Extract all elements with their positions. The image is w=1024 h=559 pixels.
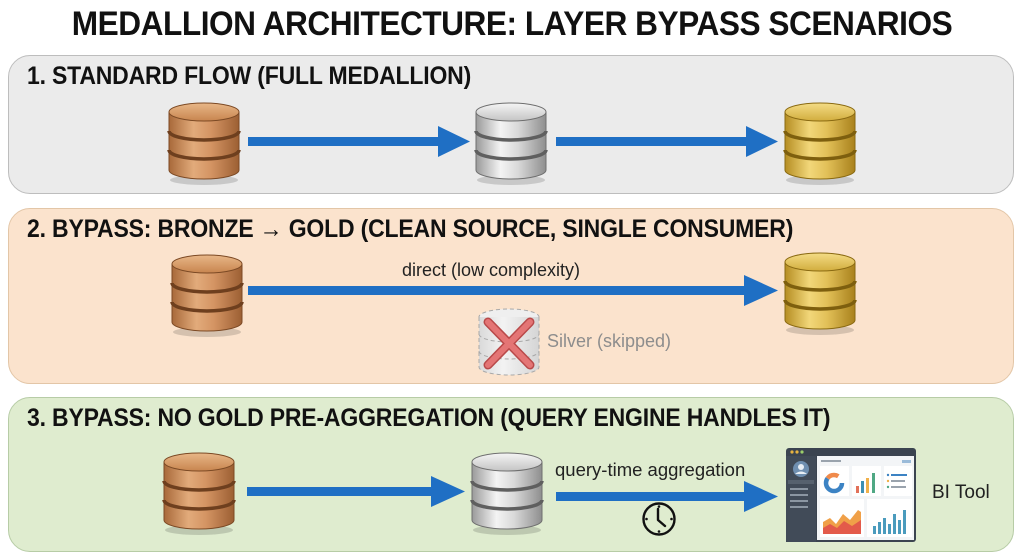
skip-x-icon bbox=[483, 317, 535, 370]
edge-label-direct: direct (low complexity) bbox=[402, 260, 581, 280]
silver-skipped-database-icon bbox=[476, 307, 542, 377]
clock-icon bbox=[641, 501, 677, 537]
skipped-label: Silver (skipped) bbox=[547, 331, 672, 351]
arrow-bronze-to-silver bbox=[248, 126, 470, 157]
panel-title: 1. STANDARD FLOW (FULL MEDALLION) bbox=[27, 62, 472, 90]
silver-database-icon bbox=[468, 450, 546, 537]
arrow-bronze-to-gold bbox=[248, 275, 778, 307]
arrow-silver-to-gold bbox=[556, 126, 778, 157]
arrow-silver-to-bi-tool bbox=[556, 481, 778, 512]
bi-tool-dashboard-icon bbox=[786, 448, 916, 542]
bronze-database-icon bbox=[160, 450, 238, 537]
edge-label-query-time-aggregation: query-time aggregation bbox=[555, 459, 746, 480]
silver-database-icon bbox=[472, 100, 550, 187]
bronze-database-icon bbox=[168, 252, 246, 339]
bi-tool-label: BI Tool bbox=[932, 482, 990, 503]
panel-title: 2. BYPASS: BRONZE → GOLD (CLEAN SOURCE, … bbox=[27, 215, 794, 243]
bronze-database-icon bbox=[165, 100, 243, 187]
panel-title: 3. BYPASS: NO GOLD PRE-AGGREGATION (QUER… bbox=[27, 404, 831, 432]
page-title: MEDALLION ARCHITECTURE: LAYER BYPASS SCE… bbox=[71, 5, 953, 43]
gold-database-icon bbox=[781, 100, 859, 187]
gold-database-icon bbox=[781, 250, 859, 337]
arrow-bronze-to-silver bbox=[247, 476, 465, 507]
